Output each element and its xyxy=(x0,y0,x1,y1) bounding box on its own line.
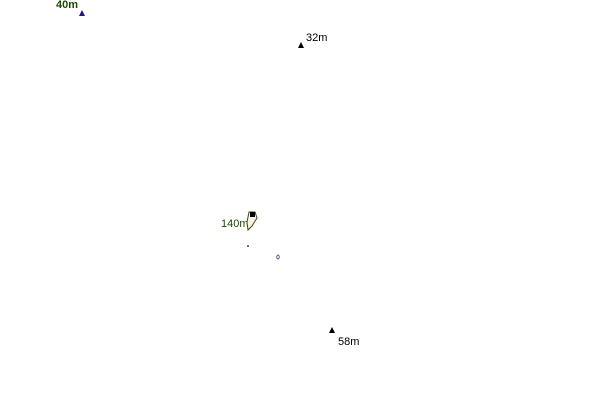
islet xyxy=(247,245,249,247)
peak-label-40m: 40m xyxy=(56,0,79,11)
peak-marker-icon[interactable] xyxy=(329,327,335,333)
peak-label-58m: 58m xyxy=(338,336,360,348)
peak-label-140m: 140m xyxy=(221,218,249,230)
islet xyxy=(276,254,280,260)
peak-label-32m: 32m xyxy=(306,32,328,44)
island-peak xyxy=(250,212,255,217)
peak-marker-icon[interactable] xyxy=(79,10,85,16)
peak-marker-icon[interactable] xyxy=(298,42,304,48)
